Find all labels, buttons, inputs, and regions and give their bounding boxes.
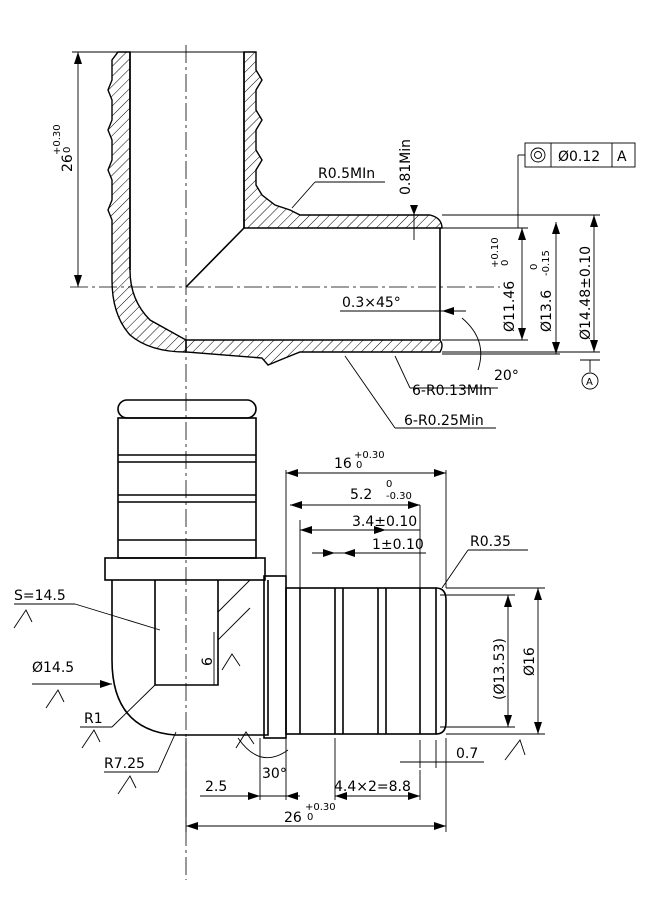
svg-text:0: 0: [62, 147, 73, 153]
dim-1: 1±0.10: [372, 537, 424, 553]
svg-text:+0.30: +0.30: [52, 124, 63, 155]
feature-control-frame: Ø0.12 A: [517, 142, 636, 228]
svg-text:-0.15: -0.15: [541, 250, 552, 276]
r725-label: R7.25: [104, 756, 145, 772]
dim-44x2: 4.4×2=8.8: [334, 779, 411, 795]
d1448-label: Ø14.48±0.10: [578, 246, 594, 340]
dim-52: 5.2: [350, 487, 372, 503]
svg-text:+0.30: +0.30: [305, 802, 336, 813]
chamfer-label: 0.3×45°: [342, 295, 401, 311]
dim-6: 6: [200, 657, 216, 666]
svg-text:+0.30: +0.30: [354, 450, 385, 461]
r025-label: 6-R0.25Min: [404, 413, 484, 429]
top-section-view: 26 +0.30 0 R0.5MIn 0.81Min Ø0.12 A: [52, 45, 636, 880]
dim-16: 16: [334, 456, 352, 472]
dim-25: 2.5: [205, 779, 227, 795]
svg-text:A: A: [617, 149, 627, 165]
svg-text:0: 0: [529, 264, 540, 270]
svg-text:+0.10: +0.10: [490, 237, 501, 268]
d081-label: 0.81Min: [398, 139, 414, 195]
dim-16-vertical: Ø16: [522, 647, 538, 676]
dim-34: 3.4±0.10: [352, 514, 417, 530]
svg-text:0: 0: [386, 479, 392, 490]
svg-text:-0.30: -0.30: [386, 491, 412, 502]
d136-label: Ø13.6: [539, 290, 555, 332]
d145-label: Ø14.5: [32, 660, 74, 676]
dim-1353: (Ø13.53): [492, 638, 508, 700]
dim-26-bottom: 26: [284, 810, 302, 826]
elbow-wall-right: [243, 51, 443, 229]
datum-a: A: [586, 377, 593, 388]
angle20-label: 20°: [494, 368, 519, 384]
elbow-wall-left: [107, 51, 187, 353]
d1146-label: Ø11.46: [502, 281, 518, 332]
angle30-label: 30°: [262, 766, 287, 782]
bottom-external-view: 16 +0.30 0 5.2 0 -0.30 3.4±0.10 1±0.10 R…: [13, 399, 545, 832]
svg-text:0: 0: [307, 812, 313, 823]
dim-07: 0.7: [456, 746, 478, 762]
r035-label: R0.35: [470, 534, 511, 550]
r013-label: 6-R0.13MIn: [412, 383, 492, 399]
svg-text:0: 0: [500, 260, 511, 266]
svg-text:0: 0: [356, 460, 362, 471]
dim-height-26: 26: [60, 154, 76, 172]
svg-text:Ø0.12: Ø0.12: [558, 149, 600, 165]
elbow-wall-bottom: [185, 339, 443, 366]
s145-label: S=14.5: [14, 588, 66, 604]
r05-label: R0.5MIn: [318, 166, 375, 182]
r1-label: R1: [84, 711, 103, 727]
